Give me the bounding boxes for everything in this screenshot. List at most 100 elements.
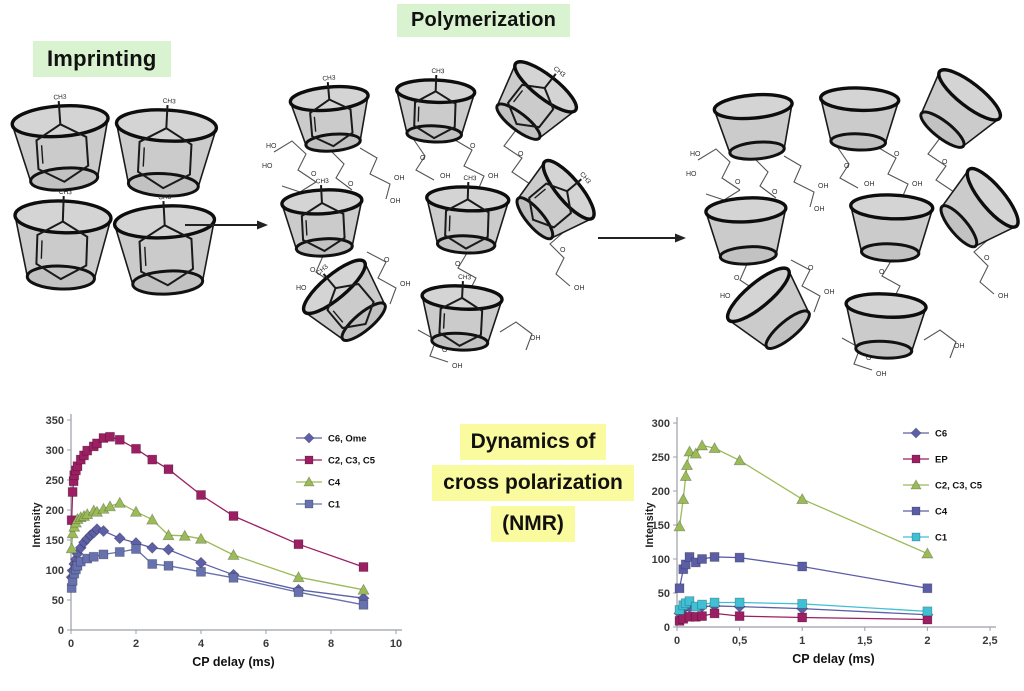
data-point-marker bbox=[194, 556, 208, 569]
x-axis-tick-label: 8 bbox=[328, 638, 334, 650]
data-point-marker bbox=[98, 549, 109, 560]
template-molecule-ring bbox=[444, 198, 490, 250]
template-molecule-ring bbox=[136, 127, 193, 190]
data-point-marker bbox=[708, 441, 721, 454]
data-point-marker bbox=[113, 532, 126, 545]
polymer-chain bbox=[841, 337, 873, 371]
methyl-group-label: CH3 bbox=[163, 98, 177, 106]
x-axis-title: CP delay (ms) bbox=[192, 655, 274, 669]
data-point-marker bbox=[680, 458, 694, 471]
cup-bottom-rim bbox=[495, 102, 542, 141]
data-point-marker bbox=[709, 608, 720, 619]
template-molecule-bond bbox=[40, 145, 44, 164]
cup-top-rim bbox=[712, 92, 794, 121]
template-molecule-bond bbox=[40, 240, 43, 259]
chem-group-label: OH bbox=[824, 289, 835, 296]
cup-bottom-rim bbox=[25, 264, 96, 291]
chem-group-label: O bbox=[866, 355, 872, 362]
cup-top-rim bbox=[849, 193, 935, 221]
chem-group-label: HO bbox=[266, 143, 277, 150]
template-molecule-bond bbox=[144, 246, 147, 266]
data-point-marker bbox=[162, 528, 175, 541]
y-axis-tick-label: 200 bbox=[652, 486, 670, 498]
chem-group-label: HO bbox=[720, 293, 731, 300]
cup-bottom-rim bbox=[919, 110, 966, 149]
data-point-marker bbox=[684, 552, 695, 562]
data-point-marker bbox=[114, 547, 125, 557]
data-point-marker bbox=[146, 541, 159, 554]
data-point-marker bbox=[921, 547, 934, 559]
y-axis-tick-label: 200 bbox=[46, 505, 64, 517]
template-molecule-stem bbox=[543, 73, 557, 89]
nmr-caption-line2: cross polarization bbox=[432, 465, 634, 501]
chem-group-label: O bbox=[735, 179, 741, 186]
chem-group-label: O bbox=[518, 151, 524, 158]
x-axis-tick-label: 10 bbox=[390, 638, 402, 650]
legend-entry: C2, C3, C5 bbox=[903, 479, 983, 492]
data-point-marker bbox=[797, 561, 808, 572]
data-point-marker bbox=[697, 611, 707, 622]
data-point-marker bbox=[163, 464, 174, 475]
process-arrow-head bbox=[675, 233, 686, 243]
data-point-marker bbox=[67, 487, 78, 497]
cup-bottom-rim bbox=[939, 204, 979, 249]
chem-group-label: OH bbox=[814, 206, 825, 213]
cyclodextrin-cup-with-template: CH3 bbox=[10, 94, 110, 192]
legend-label: C1 bbox=[328, 500, 341, 511]
data-point-marker bbox=[733, 454, 746, 466]
template-molecule-bond bbox=[305, 220, 308, 236]
legend-label: EP bbox=[935, 455, 948, 466]
data-point-marker bbox=[304, 499, 314, 509]
data-point-marker bbox=[697, 599, 707, 610]
legend-label: C1 bbox=[935, 533, 948, 544]
chem-group-label: OH bbox=[452, 363, 463, 370]
legend-entry: C1 bbox=[903, 533, 948, 544]
legend-label: C6, Ome bbox=[328, 434, 367, 445]
data-point-marker bbox=[97, 524, 110, 538]
y-axis-title: Intensity bbox=[31, 502, 43, 548]
data-point-marker bbox=[357, 583, 370, 595]
cup-bottom-rim bbox=[859, 242, 921, 263]
chem-group-label: OH bbox=[912, 181, 923, 188]
data-point-marker bbox=[146, 513, 159, 525]
data-point-marker bbox=[163, 560, 174, 571]
data-point-marker bbox=[194, 532, 208, 544]
chem-group-label: O bbox=[348, 181, 354, 188]
polymer-chain bbox=[923, 329, 957, 359]
data-point-marker bbox=[227, 548, 240, 560]
data-point-marker bbox=[105, 431, 115, 442]
data-point-marker bbox=[162, 543, 175, 556]
x-axis-tick-label: 0,5 bbox=[732, 635, 747, 647]
chem-group-label: OH bbox=[954, 343, 965, 350]
chem-group-label: O bbox=[808, 265, 814, 272]
template-molecule-bond bbox=[417, 106, 420, 122]
data-point-marker bbox=[88, 551, 99, 562]
y-axis-tick-label: 50 bbox=[52, 595, 64, 607]
methyl-group-label: CH3 bbox=[316, 178, 330, 186]
cyclodextrin-cup-with-template: CH3 bbox=[301, 258, 387, 342]
y-axis-tick-label: 300 bbox=[652, 418, 670, 430]
template-molecule-bond bbox=[448, 215, 451, 232]
template-molecule-stem bbox=[326, 82, 331, 100]
y-axis-tick-label: 100 bbox=[652, 554, 670, 566]
data-point-marker bbox=[114, 434, 125, 445]
template-molecule-stem bbox=[162, 201, 166, 226]
chem-group-label: OH bbox=[574, 285, 585, 292]
methyl-group-label: CH3 bbox=[463, 175, 477, 182]
methyl-group-label: CH3 bbox=[158, 194, 172, 202]
data-point-marker bbox=[684, 596, 695, 607]
template-molecule-ring bbox=[138, 224, 195, 287]
cup-top-rim bbox=[819, 86, 901, 113]
data-point-marker bbox=[131, 544, 141, 554]
cyclodextrin-cup-with-template: CH3 bbox=[425, 175, 511, 255]
data-point-marker bbox=[673, 520, 686, 532]
polymer-chain bbox=[837, 147, 859, 189]
x-axis-tick-label: 6 bbox=[263, 638, 269, 650]
y-axis-tick-label: 250 bbox=[46, 475, 64, 487]
data-point-marker bbox=[922, 614, 933, 625]
data-point-marker bbox=[358, 562, 369, 572]
cup-bottom-rim bbox=[340, 301, 387, 342]
data-point-marker bbox=[911, 532, 921, 542]
data-point-marker bbox=[922, 583, 933, 594]
cup-bottom-rim bbox=[829, 132, 887, 152]
